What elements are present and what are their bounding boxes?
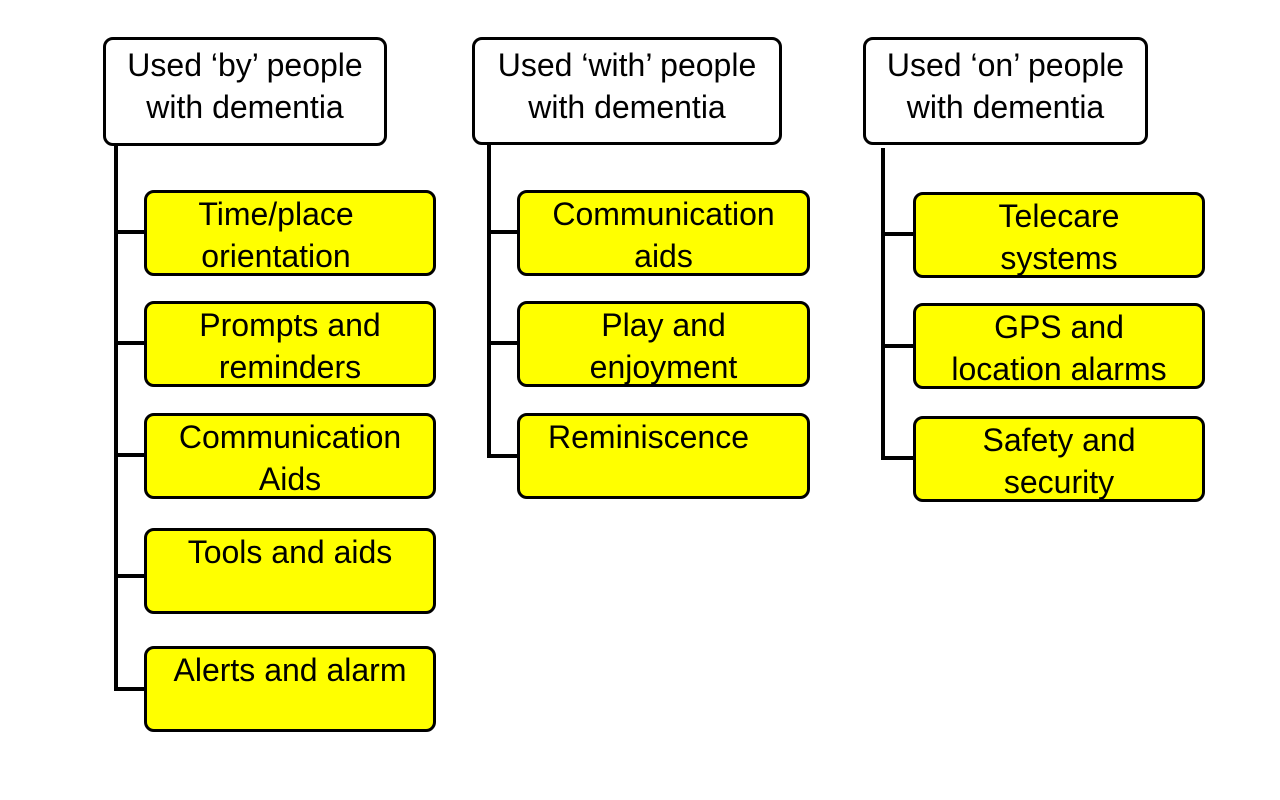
connector-branch xyxy=(487,454,519,458)
connector-branch xyxy=(114,687,146,691)
item-communication-aids-with: Communication aids xyxy=(517,190,810,276)
connector-branch xyxy=(487,230,519,234)
item-prompts-and-reminders: Prompts and reminders xyxy=(144,301,436,387)
item-communication-aids: Communication Aids xyxy=(144,413,436,499)
connector-branch xyxy=(114,230,146,234)
item-tools-and-aids: Tools and aids xyxy=(144,528,436,614)
item-play-and-enjoyment: Play and enjoyment xyxy=(517,301,810,387)
item-telecare-systems: Telecare systems xyxy=(913,192,1205,278)
connector-branch xyxy=(881,344,915,348)
item-time-place-orientation: Time/place orientation xyxy=(144,190,436,276)
header-used-on: Used ‘on’ people with dementia xyxy=(863,37,1148,145)
connector-branch xyxy=(114,574,146,578)
connector-branch xyxy=(881,232,915,236)
item-alerts-and-alarm: Alerts and alarm xyxy=(144,646,436,732)
connector-branch xyxy=(487,341,519,345)
header-used-with: Used ‘with’ people with dementia xyxy=(472,37,782,145)
header-used-by: Used ‘by’ people with dementia xyxy=(103,37,387,146)
connector-trunk-with xyxy=(487,145,491,458)
connector-branch xyxy=(881,456,915,460)
connector-branch xyxy=(114,341,146,345)
connector-trunk-by xyxy=(114,146,118,691)
item-gps-and-location-alarms: GPS and location alarms xyxy=(913,303,1205,389)
connector-branch xyxy=(114,453,146,457)
item-safety-and-security: Safety and security xyxy=(913,416,1205,502)
item-reminiscence: Reminiscence xyxy=(517,413,810,499)
connector-trunk-on xyxy=(881,148,885,460)
